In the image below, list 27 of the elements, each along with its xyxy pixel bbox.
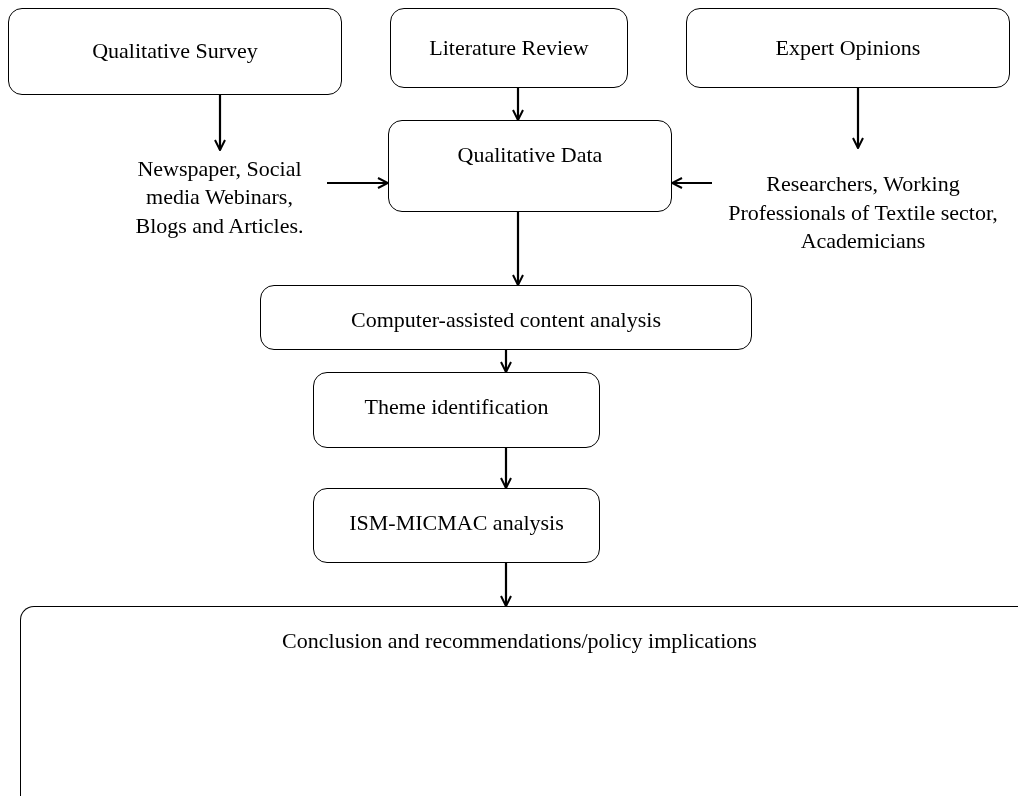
node-text: Computer-assisted content analysis [351, 306, 661, 334]
arrow [327, 177, 389, 189]
node-text: Expert Opinions [775, 33, 921, 62]
arrow [671, 177, 712, 189]
node-text: Literature Review [429, 33, 589, 62]
process-box [390, 8, 628, 88]
arrow [512, 88, 524, 121]
node-text: Qualitative Data [457, 141, 603, 169]
node-text: Newspaper, Social media Webinars, Blogs and Articles. [134, 154, 305, 240]
arrow [500, 350, 512, 373]
process-box [8, 8, 342, 95]
node-text: Researchers, Working Professionals of Textile sector, Academicians [727, 170, 999, 256]
arrow [214, 95, 226, 151]
node-text: Qualitative Survey [92, 37, 258, 66]
node-text: Theme identification [364, 393, 549, 421]
arrow [500, 563, 512, 607]
process-box [686, 8, 1010, 88]
arrow [500, 448, 512, 489]
process-box [20, 606, 1018, 796]
process-box [260, 285, 752, 350]
arrow [852, 88, 864, 149]
node-text: Conclusion and recommendations/policy implications [282, 627, 757, 655]
arrow [512, 212, 524, 286]
process-box [313, 372, 600, 448]
process-box [313, 488, 600, 563]
process-box [388, 120, 672, 212]
node-text: ISM-MICMAC analysis [349, 509, 564, 537]
